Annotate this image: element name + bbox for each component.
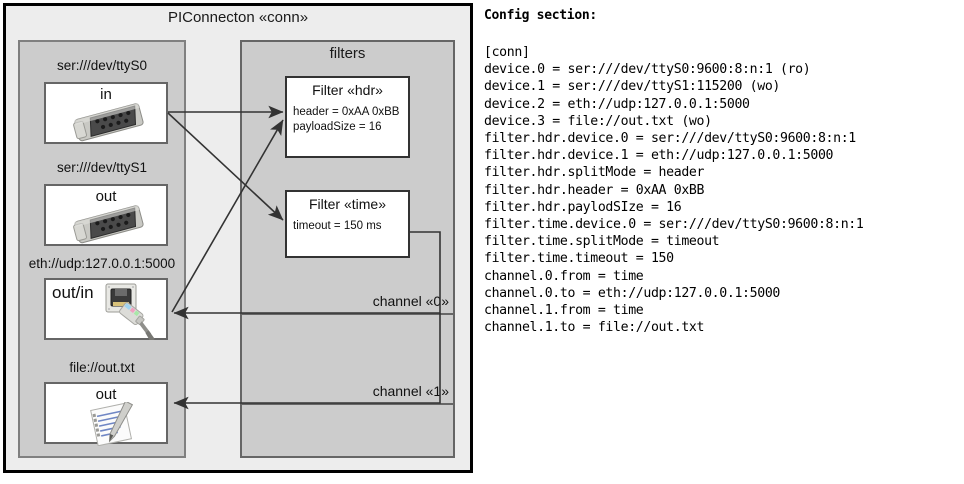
config-line: channel.0.from = time [484, 268, 644, 284]
device-caption-file: file://out.txt [69, 360, 135, 375]
filter-prop: payloadSize = 16 [293, 121, 382, 134]
filters-panel-title: filters [329, 45, 366, 62]
page-title: PIConnecton «conn» [167, 9, 309, 26]
device-direction-label: out [95, 386, 117, 403]
config-section: Config section: [conn] device.0 = ser:///… [482, 0, 964, 484]
device-box-ttys1[interactable]: out [44, 184, 168, 246]
config-line: filter.hdr.paylodSIze = 16 [484, 199, 682, 215]
config-line: filter.time.splitMode = timeout [484, 234, 720, 250]
device-box-eth[interactable]: out/in [44, 278, 168, 343]
config-line: filter.hdr.header = 0xAA 0xBB [484, 182, 705, 198]
ethernet-jack-icon [104, 282, 166, 345]
filter-prop: header = 0xAA 0xBB [293, 106, 400, 118]
text-file-icon [84, 400, 146, 451]
config-line: filter.time.device.0 = ser:///dev/ttyS0:… [484, 217, 864, 233]
config-line: device.0 = ser:///dev/ttyS0:9600:8:n:1 (… [484, 62, 811, 78]
config-line: device.2 = eth://udp:127.0.0.1:5000 [484, 96, 750, 112]
device-caption-ttys0: ser:///dev/ttyS0 [56, 58, 148, 73]
config-line: filter.hdr.device.0 = ser:///dev/ttyS0:9… [484, 131, 856, 147]
filter-box-time[interactable]: Filter «time» timeout = 150 ms [285, 190, 410, 258]
device-direction-label: in [100, 86, 112, 103]
filter-box-hdr[interactable]: Filter «hdr» header = 0xAA 0xBB payloadS… [285, 76, 410, 158]
config-line: device.1 = ser:///dev/ttyS1:115200 (wo) [484, 79, 780, 95]
filter-title: Filter «hdr» [312, 82, 383, 98]
config-line: filter.time.timeout = 150 [484, 251, 674, 267]
device-caption-eth: eth://udp:127.0.0.1:5000 [28, 256, 176, 271]
channel-compartment-1 [242, 403, 453, 458]
device-direction-label: out [95, 188, 117, 205]
channel-label-0: channel «0» [372, 293, 449, 309]
serial-port-icon [68, 102, 152, 147]
config-line: device.3 = file://out.txt (wo) [484, 113, 712, 129]
filter-prop: timeout = 150 ms [293, 220, 382, 232]
device-caption-ttys1: ser:///dev/ttyS1 [56, 160, 148, 175]
config-heading: Config section: [484, 8, 597, 23]
config-line: channel.0.to = eth://udp:127.0.0.1:5000 [484, 285, 780, 301]
config-listing: [conn] device.0 = ser:///dev/ttyS0:9600:8… [484, 44, 864, 336]
channel-label-1: channel «1» [372, 383, 449, 399]
config-line: channel.1.from = time [484, 303, 644, 319]
device-direction-label: out/in [52, 283, 94, 302]
config-line: filter.hdr.splitMode = header [484, 165, 705, 181]
device-box-ttys0[interactable]: in [44, 82, 168, 144]
config-line: [conn] [484, 45, 530, 60]
config-line: channel.1.to = file://out.txt [484, 320, 705, 336]
config-line: filter.hdr.device.1 = eth://udp:127.0.0.… [484, 148, 834, 164]
serial-port-icon [68, 204, 152, 249]
device-box-file[interactable]: out [44, 382, 168, 447]
filter-title: Filter «time» [308, 196, 387, 212]
